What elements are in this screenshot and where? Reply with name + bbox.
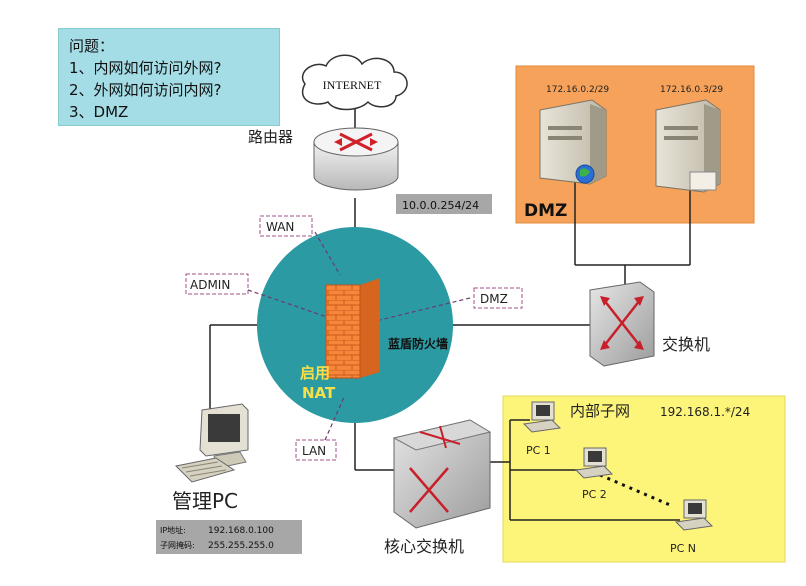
question-box: 问题： 1、内网如何访问外网? 2、外网如何访问内网? 3、DMZ [58, 28, 280, 126]
svg-text:WAN: WAN [266, 220, 294, 234]
admin-pc-info-box [156, 520, 302, 554]
lan-pcn-label: PC N [670, 542, 696, 555]
svg-text:LAN: LAN [302, 444, 326, 458]
admin-ip-label: IP地址: [160, 525, 186, 535]
svg-text:ADMIN: ADMIN [190, 278, 230, 292]
lan-pcn-icon [674, 499, 714, 531]
admin-mask-label: 子网掩码: [160, 540, 195, 550]
question-item: 3、DMZ [69, 103, 129, 121]
core-switch-icon [392, 419, 492, 529]
port-leaders [247, 231, 471, 441]
port-label-dmz: DMZ [473, 287, 523, 309]
admin-pc-label: 管理PC [172, 489, 238, 513]
lan-title: 内部子网 [570, 402, 630, 420]
port-label-lan: LAN [295, 439, 337, 461]
lan-pc1-label: PC 1 [526, 444, 551, 457]
router-icon [313, 127, 399, 191]
nat-label-line2: NAT [302, 384, 336, 402]
core-switch-label: 核心交换机 [384, 537, 464, 556]
mail-server-icon [655, 99, 721, 193]
web-server-icon [539, 99, 607, 185]
internet-label: INTERNET [323, 78, 382, 92]
lan-pc2-icon [574, 447, 614, 479]
question-item: 2、外网如何访问内网? [69, 81, 222, 99]
lan-pc1-icon [522, 401, 562, 433]
router-ip: 10.0.0.254/24 [402, 199, 479, 212]
question-title: 问题： [69, 37, 115, 55]
firewall-label: 蓝盾防火墙 [388, 336, 448, 351]
firewall-icon [325, 278, 380, 379]
dmz-switch-icon [589, 281, 655, 367]
dmz-switch-label: 交换机 [662, 335, 710, 354]
admin-ip-value: 192.168.0.100 [208, 526, 274, 536]
nat-label-line1: 启用 [300, 364, 330, 382]
admin-pc-icon [174, 403, 249, 483]
internet-cloud: INTERNET [302, 54, 408, 111]
question-item: 1、内网如何访问外网? [69, 59, 222, 77]
port-label-wan: WAN [259, 215, 313, 237]
lan-subnet: 192.168.1.*/24 [660, 405, 750, 419]
dmz-label: DMZ [524, 201, 567, 221]
router-label: 路由器 [248, 128, 293, 146]
lan-pc2-label: PC 2 [582, 488, 607, 501]
dmz-server1-ip: 172.16.0.2/29 [546, 85, 609, 95]
dmz-server2-ip: 172.16.0.3/29 [660, 85, 723, 95]
admin-mask-value: 255.255.255.0 [208, 541, 274, 551]
port-label-admin: ADMIN [185, 273, 249, 295]
router-ip-box [396, 194, 492, 214]
svg-text:DMZ: DMZ [480, 292, 508, 306]
